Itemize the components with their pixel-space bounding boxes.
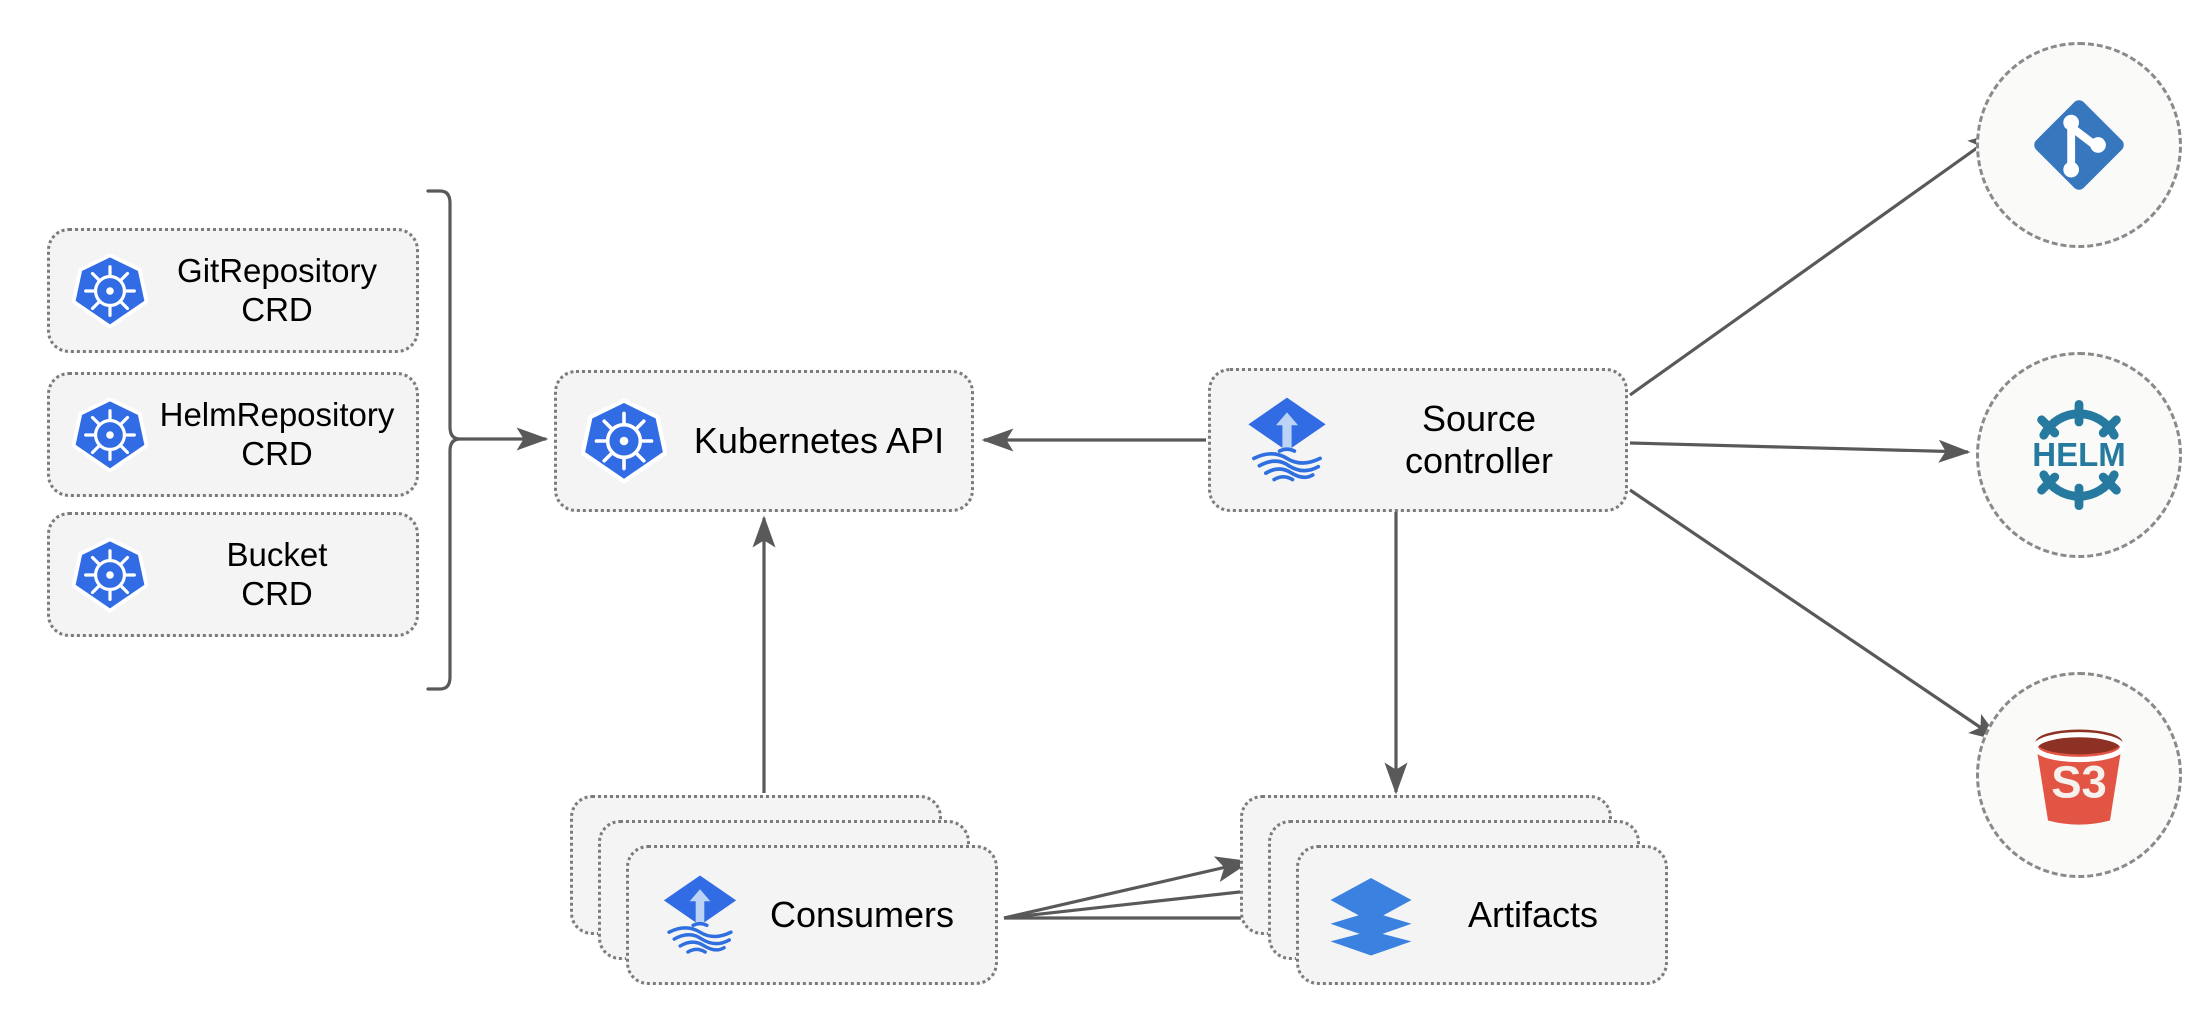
crd-card-label: HelmRepository CRD: [159, 396, 395, 472]
s3-icon: S3: [2017, 713, 2141, 837]
crd-card-bucket[interactable]: Bucket CRD: [47, 512, 419, 637]
crd-card-gitrepository[interactable]: GitRepository CRD: [47, 228, 419, 353]
layers-icon: [1327, 871, 1415, 959]
crd-group-bracket: [426, 189, 461, 691]
flux-icon: [1241, 394, 1333, 486]
node-consumers[interactable]: Consumers: [570, 795, 1010, 995]
edge-source-controller-to-git: [1629, 131, 2001, 397]
source-circle-git[interactable]: [1976, 42, 2182, 248]
node-artifacts[interactable]: Artifacts: [1240, 795, 1680, 995]
kubernetes-icon: [581, 398, 667, 484]
kubernetes-icon: [72, 396, 148, 473]
artifacts-sheet-front[interactable]: Artifacts: [1296, 845, 1668, 985]
kubernetes-icon: [72, 252, 148, 329]
crd-card-label: Bucket CRD: [226, 536, 328, 612]
node-label: Kubernetes API: [693, 420, 945, 462]
flux-icon: [657, 872, 743, 958]
consumers-sheet-front[interactable]: Consumers: [626, 845, 998, 985]
node-label: Consumers: [769, 894, 955, 935]
node-source-controller[interactable]: Source controller: [1208, 368, 1628, 512]
edge-source-controller-to-helm: [1629, 439, 1971, 463]
helm-wordmark: HELM: [2032, 436, 2126, 473]
edge-consumers-to-artifacts-mid: [1003, 878, 1280, 920]
source-circle-helm[interactable]: HELM: [1976, 352, 2182, 558]
crd-card-label: GitRepository CRD: [177, 252, 377, 328]
node-label: Source controller: [1404, 398, 1554, 481]
edge-consumers-to-artifacts-top: [1003, 856, 1252, 920]
crd-card-helmrepository[interactable]: HelmRepository CRD: [47, 372, 419, 497]
node-label: Artifacts: [1467, 894, 1599, 935]
helm-icon: HELM: [2013, 389, 2145, 521]
git-icon: [2023, 89, 2135, 201]
s3-wordmark: S3: [2051, 757, 2107, 808]
source-circle-s3[interactable]: S3: [1976, 672, 2182, 878]
edge-source-controller-to-s3: [1629, 488, 2002, 742]
node-kubernetes-api[interactable]: Kubernetes API: [554, 370, 974, 512]
kubernetes-icon: [72, 536, 148, 613]
